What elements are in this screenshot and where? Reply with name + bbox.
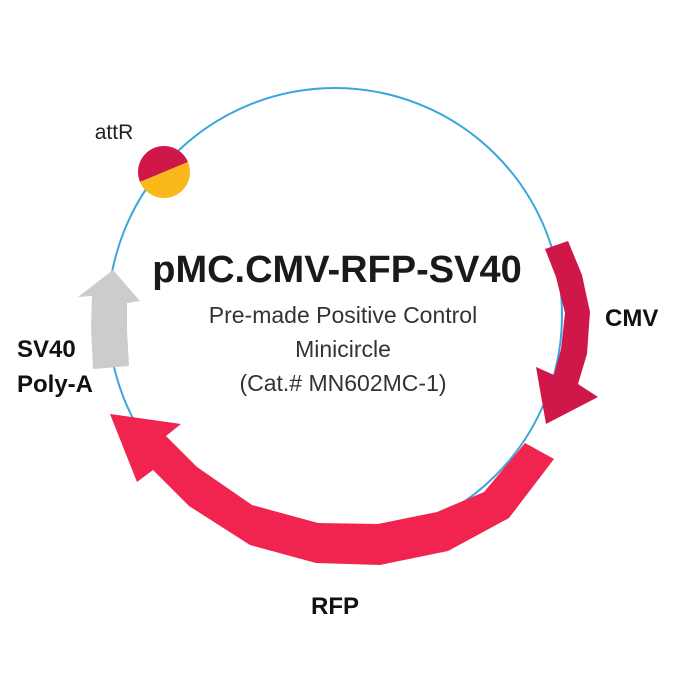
cmv-feature-arrow (536, 241, 598, 424)
sv40-label-line-2: Poly-A (17, 371, 93, 398)
attr-site-label: attR (95, 121, 134, 144)
plasmid-title: pMC.CMV-RFP-SV40 (152, 249, 521, 291)
description-line-1: Pre-made Positive Control (209, 302, 477, 328)
sv40-label-line-1: SV40 (17, 336, 76, 363)
rfp-label: RFP (311, 593, 359, 620)
description-line-2: Minicircle (295, 336, 391, 362)
rfp-feature-arrow (110, 414, 554, 565)
attr-site-top-half (138, 146, 188, 182)
attr-site-bottom-half (140, 162, 190, 198)
cmv-label: CMV (605, 305, 658, 332)
sv40-polya-feature-arrow (78, 270, 140, 369)
attr-site-marker (138, 146, 190, 198)
description-line-3: (Cat.# MN602MC-1) (239, 370, 446, 396)
